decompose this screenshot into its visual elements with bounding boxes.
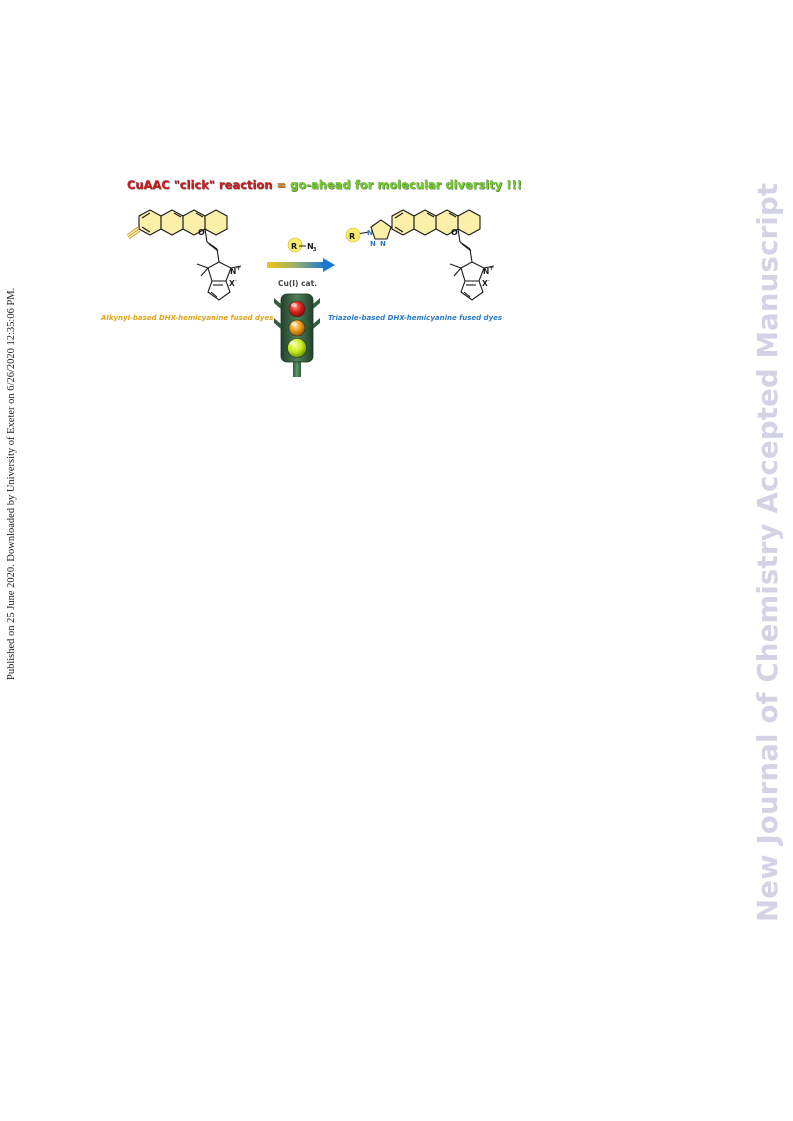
azide-reagent	[287, 237, 306, 253]
traffic-light-icon	[274, 293, 320, 377]
catalyst-label: Cu(I) cat.	[278, 279, 318, 288]
left-counterion-label: X	[229, 279, 235, 288]
reagent-r-label: R	[291, 242, 297, 251]
right-counterion-charge: -	[488, 278, 490, 284]
reaction-arrow	[267, 258, 335, 272]
right-oxygen-label: O	[451, 228, 458, 237]
headline-part-click: CuAAC "click" reaction	[127, 178, 273, 192]
reagent-azide-subscript: 3	[313, 247, 317, 253]
headline: CuAAC "click" reaction = go-ahead for mo…	[127, 178, 522, 192]
publication-note: Published on 25 June 2020. Downloaded by…	[6, 288, 22, 680]
triazole-n2-label: N	[370, 240, 376, 248]
left-nitrogen-label: N	[230, 267, 236, 276]
left-counterion-charge: -	[235, 278, 237, 284]
triazole-dye-structure	[356, 209, 495, 301]
headline-part-equals: =	[272, 178, 291, 192]
journal-watermark: New Journal of Chemistry Accepted Manusc…	[748, 183, 788, 925]
alkynyl-dye-structure	[126, 209, 242, 301]
right-r-label: R	[349, 232, 355, 241]
journal-watermark-text: New Journal of Chemistry Accepted Manusc…	[752, 182, 784, 922]
graphical-abstract: CuAAC "click" reaction = go-ahead for mo…	[95, 172, 522, 382]
triazole-n3-label: N	[380, 240, 386, 248]
left-oxygen-label: O	[198, 228, 205, 237]
right-nitrogen-label: N	[483, 267, 489, 276]
alkynyl-caption: Alkynyl-based DHX-hemicyanine fused dyes	[101, 314, 274, 322]
reaction-scheme: O N + X - R N 3	[126, 209, 495, 377]
right-substituent-bubble	[345, 227, 361, 243]
left-charge-label: +	[236, 265, 241, 272]
headline-part-diversity: go-ahead for molecular diversity !!!	[290, 178, 523, 192]
right-charge-label: +	[489, 265, 494, 272]
triazole-n1-label: N	[367, 229, 373, 237]
triazole-caption: Triazole-based DHX-hemicyanine fused dye…	[328, 314, 503, 322]
publication-note-text: Published on 25 June 2020. Downloaded by…	[6, 287, 17, 680]
reagent-azide-label: N	[307, 242, 314, 251]
right-counterion-label: X	[482, 279, 488, 288]
